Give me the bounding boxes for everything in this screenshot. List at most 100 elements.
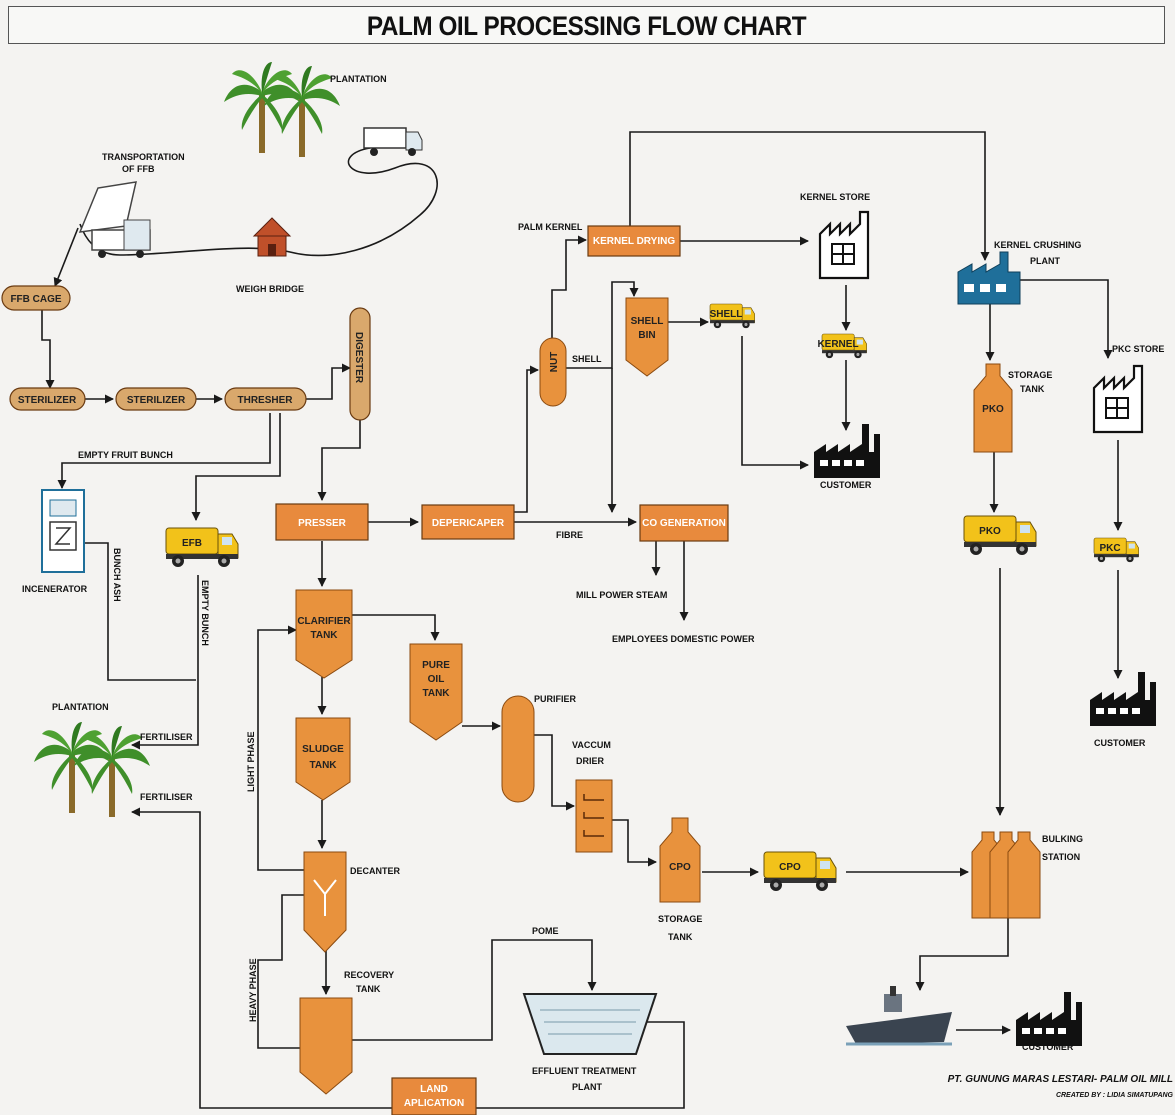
efb-to-incenerator-line bbox=[57, 413, 271, 489]
decanter-label: DECANTER bbox=[350, 866, 401, 876]
transport-label-2: OF FFB bbox=[122, 164, 155, 174]
light-phase-label: LIGHT PHASE bbox=[246, 731, 256, 792]
clarifier-to-pure-oil-line bbox=[352, 614, 440, 641]
customer-2-label: CUSTOMER bbox=[1094, 738, 1146, 748]
palm-kernel-line bbox=[551, 235, 587, 345]
kernel-to-crushing-line bbox=[629, 131, 990, 261]
pkc-store-label: PKC STORE bbox=[1112, 344, 1164, 354]
vaccum-drier-icon bbox=[575, 779, 613, 853]
land-label-1: LAND bbox=[420, 1084, 448, 1095]
customer-2-factory-icon bbox=[1090, 672, 1156, 726]
efb-to-truck-line bbox=[191, 413, 281, 521]
title-box: PALM OIL PROCESSING FLOW CHART bbox=[8, 6, 1165, 44]
empty-fruit-bunch-label: EMPTY FRUIT BUNCH bbox=[78, 450, 173, 460]
recovery-label-2: TANK bbox=[356, 984, 381, 994]
nut-shape bbox=[539, 337, 567, 407]
clarifier-tank-shape bbox=[295, 589, 353, 679]
effluent-label-2: PLANT bbox=[572, 1082, 602, 1092]
unload-line bbox=[53, 227, 79, 287]
customer-1-factory-icon bbox=[814, 424, 880, 478]
pko-storage-tank-shape bbox=[973, 363, 1013, 453]
vaccum-label-1: VACCUM bbox=[572, 740, 611, 750]
kernel-drying-label: KERNEL DRYING bbox=[593, 236, 675, 247]
shell-bin-label-1: SHELL bbox=[631, 316, 664, 327]
pure-oil-label-3: TANK bbox=[422, 688, 450, 699]
bulking-to-ship-line bbox=[915, 918, 1009, 991]
fertiliser-label-2: FERTILISER bbox=[140, 792, 193, 802]
plantation-trees-bottom bbox=[34, 722, 150, 817]
nut-label: NUT bbox=[549, 352, 560, 373]
heavy-phase-line bbox=[257, 894, 316, 1049]
drier-to-cpo-line bbox=[612, 819, 657, 867]
clarifier-label-1: CLARIFIER bbox=[297, 616, 351, 627]
sludge-label-2: TANK bbox=[309, 760, 337, 771]
purifier-shape bbox=[501, 695, 535, 803]
effluent-label-1: EFFLUENT TREATMENT bbox=[532, 1066, 637, 1076]
sterilizer-1-label: STERILIZER bbox=[18, 395, 77, 406]
employees-power-label: EMPLOYEES DOMESTIC POWER bbox=[612, 634, 755, 644]
purifier-to-drier-line bbox=[534, 734, 575, 811]
sterilizer-2-label: STERILIZER bbox=[127, 395, 186, 406]
shell-to-customer-line bbox=[741, 336, 809, 470]
bulking-label-1: BULKING bbox=[1042, 834, 1083, 844]
pome-line bbox=[352, 939, 597, 1041]
transport-label-1: TRANSPORTATION bbox=[102, 152, 185, 162]
weigh-bridge-label: WEIGH BRIDGE bbox=[236, 284, 304, 294]
bulking-station-icon bbox=[971, 831, 1041, 919]
purifier-label: PURIFIER bbox=[534, 694, 577, 704]
kernel-crushing-label-1: KERNEL CRUSHING bbox=[994, 240, 1081, 250]
pko-tank-label: PKO bbox=[982, 404, 1004, 415]
depericaper-label: DEPERICAPER bbox=[432, 518, 505, 529]
crushing-to-pkc-line bbox=[1020, 279, 1113, 359]
cpo-label: CPO bbox=[669, 862, 691, 873]
kernel-drying-box bbox=[587, 225, 681, 257]
customer-3-label: CUSTOMER bbox=[1022, 1042, 1074, 1052]
company-credit: PT. GUNUNG MARAS LESTARI- PALM OIL MILL bbox=[947, 1074, 1173, 1085]
cage-to-sterilizer-line bbox=[41, 310, 55, 389]
presser-label: PRESSER bbox=[298, 518, 347, 529]
pome-label: POME bbox=[532, 926, 559, 936]
bulking-label-2: STATION bbox=[1042, 852, 1080, 862]
palm-kernel-label: PALM KERNEL bbox=[518, 222, 583, 232]
ffb-road-line bbox=[79, 147, 438, 257]
plantation-bottom-label: PLANTATION bbox=[52, 702, 109, 712]
ffb-truck-top bbox=[363, 127, 423, 156]
plantation-trees-top bbox=[224, 62, 340, 157]
effluent-treatment-icon bbox=[522, 993, 658, 1055]
thresher-to-digester-line bbox=[306, 363, 351, 400]
presser-box bbox=[275, 503, 369, 541]
mill-power-steam-label: MILL POWER STEAM bbox=[576, 590, 667, 600]
fertiliser-line-1 bbox=[131, 575, 199, 750]
pure-oil-tank-shape bbox=[409, 643, 463, 741]
kernel-store-label: KERNEL STORE bbox=[800, 192, 870, 202]
shell-label: SHELL bbox=[572, 354, 602, 364]
digester-box bbox=[349, 307, 371, 421]
author-credit: CREATED BY : LIDIA SIMATUPANG bbox=[1055, 1092, 1173, 1099]
empty-bunch-label: EMPTY BUNCH bbox=[200, 580, 210, 646]
recovery-tank-shape bbox=[299, 997, 353, 1095]
sludge-tank-shape bbox=[295, 717, 351, 801]
bunch-ash-line bbox=[84, 542, 196, 681]
shell-truck-label: SHELL bbox=[710, 309, 743, 320]
sterilizer-1-box bbox=[9, 387, 86, 411]
light-phase-line bbox=[257, 625, 304, 871]
page-title: PALM OIL PROCESSING FLOW CHART bbox=[366, 11, 807, 41]
tipper-truck bbox=[78, 181, 151, 258]
sludge-label-1: SLUDGE bbox=[302, 744, 344, 755]
plantation-top-label: PLANTATION bbox=[330, 74, 387, 84]
thresher-box bbox=[224, 387, 307, 411]
pko-truck-label: PKO bbox=[979, 526, 1001, 537]
kernel-crushing-factory-icon bbox=[957, 251, 1021, 305]
cpo-storage-label-2: TANK bbox=[668, 932, 693, 942]
co-generation-box bbox=[639, 504, 729, 542]
pure-oil-label-1: PURE bbox=[422, 660, 450, 671]
recovery-label-1: RECOVERY bbox=[344, 970, 394, 980]
shell-bin-shape bbox=[625, 297, 669, 377]
ffb-cage-label: FFB CAGE bbox=[10, 294, 61, 305]
pure-oil-label-2: OIL bbox=[428, 674, 445, 685]
effluent-to-land-line bbox=[476, 1021, 685, 1109]
incenerator-icon bbox=[41, 489, 85, 573]
cpo-storage-label-1: STORAGE bbox=[658, 914, 702, 924]
land-application-box bbox=[391, 1077, 477, 1115]
pko-storage-label-2: TANK bbox=[1020, 384, 1045, 394]
